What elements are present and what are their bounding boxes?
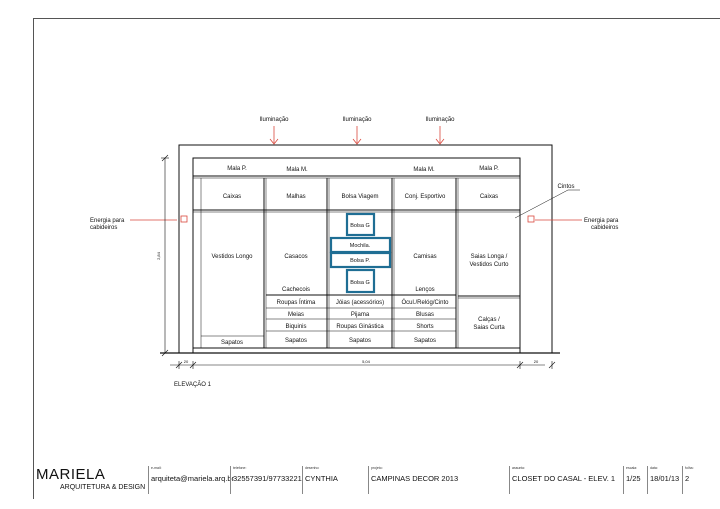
col1-main: Vestidos Longo [211, 254, 253, 260]
row2-cell-4: Conj. Esportivo [405, 194, 446, 200]
sheet-value: 2 [685, 474, 690, 483]
col3-row-1: Jóias (acessórios) [336, 300, 384, 306]
scale-value: 1/25 [626, 474, 641, 483]
col3-box-1: Bolsa G [350, 223, 370, 229]
email-label: e-mail: [151, 466, 162, 470]
subject-value: CLOSET DO CASAL - ELEV. 1 [512, 474, 616, 483]
scale-cell: escala: 1/25 [623, 466, 646, 494]
col2-row-1: Roupas Íntima [277, 299, 316, 306]
energy-right-line-2: cabideiros [591, 225, 618, 231]
bolsa-p-box [329, 251, 392, 269]
col2-sub: Cachecois [282, 287, 310, 293]
col2-row-2: Meias [288, 312, 304, 318]
email-cell: e-mail: arquiteta@mariela.arq.br [148, 466, 234, 494]
phone-cell: telefone: 32557391/97733221 [230, 466, 302, 494]
logo-name: MARIELA [36, 466, 106, 483]
elevation-label: ELEVAÇÃO 1 [174, 381, 212, 388]
light-label-3: Iluminação [425, 117, 455, 123]
cintos-label: Cintos [557, 184, 574, 190]
col5-upper-line-2: Vestidos Curto [469, 262, 509, 268]
col5-upper-line-1: Saias Longa / [471, 254, 508, 260]
project-label: projeto: [371, 466, 383, 470]
right-gap-dimension: 20 [534, 359, 539, 364]
light-label-1: Iluminação [259, 117, 289, 123]
col1-bottom: Sapatos [221, 340, 243, 346]
email-value: arquiteta@mariela.arq.br [151, 474, 235, 483]
col4-sub: Lenços [415, 287, 434, 293]
bolsa-g-bottom-box [345, 268, 376, 294]
col4-row-4: Sapatos [414, 338, 436, 344]
col4-row-1: Ócul./Relóg/Cinto [401, 299, 449, 306]
subject-label: assunto: [512, 466, 526, 470]
sheet-cell: folha: 2 [682, 466, 703, 494]
col4-row-2: Blusas [416, 312, 434, 318]
outer-frame [178, 144, 553, 353]
sheet-label: folha: [685, 466, 694, 470]
energy-right-line-1: Energia para [584, 218, 619, 224]
top-cell-4: Mala P. [479, 166, 499, 172]
date-value: 18/01/13 [650, 474, 680, 483]
row2-cell-3: Bolsa Viagem [342, 194, 379, 200]
drawing-sheet-border [33, 18, 720, 499]
phone-label: telefone: [233, 466, 247, 470]
project-value: CAMPINAS DECOR 2013 [371, 474, 459, 483]
row2-cell-5: Caixas [480, 194, 498, 200]
col3-box-3: Bolsa P. [350, 258, 370, 264]
col3-box-2: Mochila. [350, 243, 371, 249]
date-label: data: [650, 466, 658, 470]
col2-row-4: Sapatos [285, 338, 307, 344]
scale-label: escala: [626, 466, 638, 470]
drafter-cell: desenho: CYNTHIA [302, 466, 363, 494]
top-cell-3: Mala M. [413, 167, 435, 173]
col3-row-2: Pijama [351, 312, 370, 318]
drafter-label: desenho: [305, 466, 320, 470]
subject-cell: assunto: CLOSET DO CASAL - ELEV. 1 [509, 466, 620, 494]
top-cell-1: Mala P. [227, 166, 247, 172]
energy-left-line-2: cabideiros [90, 225, 117, 231]
drafter-value: CYNTHIA [305, 474, 338, 483]
row2-cell-2: Malhas [286, 194, 305, 200]
col2-row-3: Biquinis [285, 324, 306, 330]
col2-main: Casacos [284, 254, 307, 260]
top-cell-2: Mala M. [286, 167, 308, 173]
left-gap-dimension: 20 [184, 359, 189, 364]
date-cell: data: 18/01/13 [647, 466, 681, 494]
col5-lower-line-2: Saias Curta [473, 325, 505, 331]
row2-cell-1: Caixas [223, 194, 241, 200]
energy-left-line-1: Energia para [90, 218, 125, 224]
col3-row-3: Roupas Ginástica [336, 324, 384, 330]
col5-lower-line-1: Calças / [478, 317, 500, 323]
phone-value: 32557391/97733221 [233, 474, 302, 483]
height-dimension: 2,84 [156, 251, 161, 260]
logo-subtitle: ARQUITETURA & DESIGN [60, 484, 146, 491]
col4-main: Camisas [413, 254, 436, 260]
project-cell: projeto: CAMPINAS DECOR 2013 [368, 466, 507, 494]
col3-box-4: Bolsa G [350, 280, 370, 286]
bolsa-g-top-box [345, 212, 376, 237]
col4-row-3: Shorts [416, 324, 433, 330]
light-label-2: Iluminação [342, 117, 372, 123]
width-dimension: 5,04 [362, 359, 371, 364]
col3-row-4: Sapatos [349, 338, 371, 344]
